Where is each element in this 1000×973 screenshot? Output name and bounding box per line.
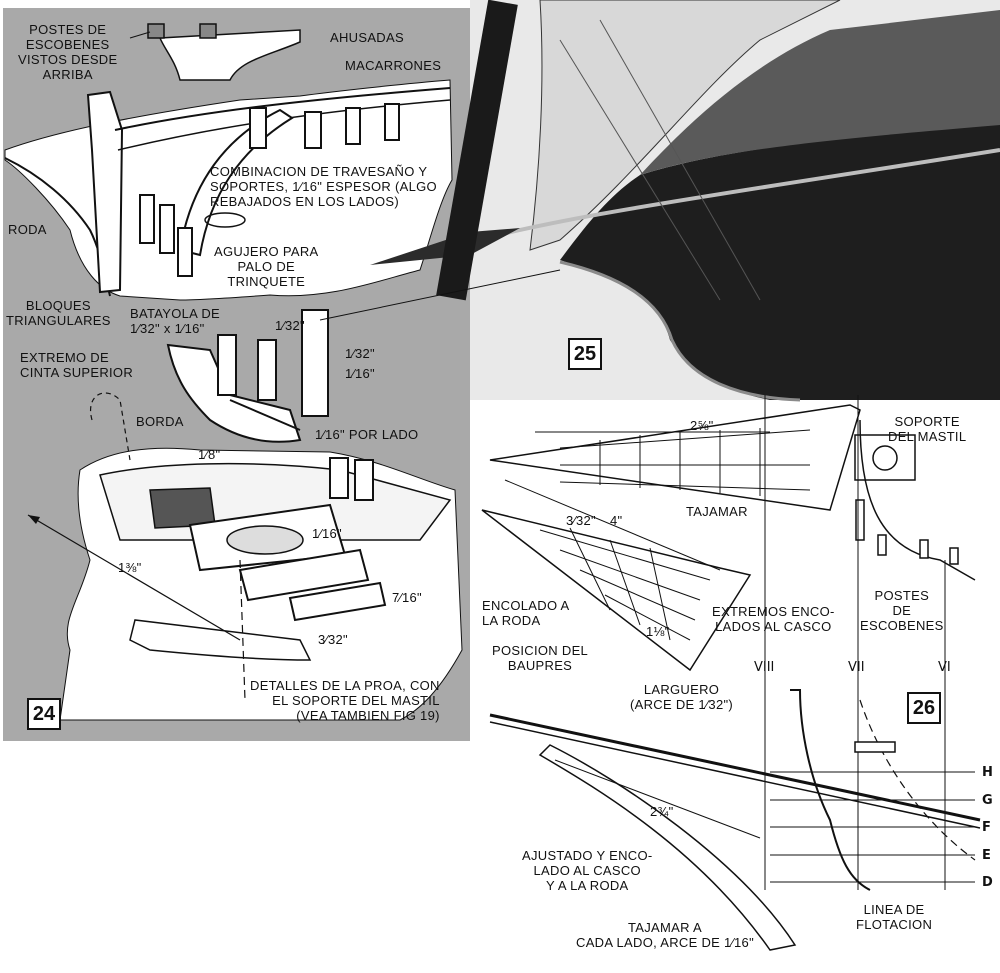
label-postes-vistos: POSTES DE ESCOBENES VISTOS DESDE ARRIBA [18, 22, 118, 82]
station-label-viii: VIII [754, 660, 775, 675]
fig26-tajamar-top-grid [559, 428, 811, 496]
waterline-label-h: H [982, 765, 993, 780]
figure-26-number: 26 [907, 692, 941, 724]
label-posicion: POSICION DEL BAUPRES [492, 643, 589, 673]
fig24-support-2 [288, 581, 387, 622]
fig24-keel [129, 619, 312, 661]
label-linea: LINEA DE FLOTACION [856, 902, 933, 932]
label-tajamar-cada: TAJAMAR A CADA LADO, ARCE DE 1⁄16" [576, 920, 754, 950]
label-extremo: EXTREMO DE CINTA SUPERIOR [20, 350, 134, 380]
label-dim-138: 1⅜" [118, 560, 142, 575]
waterline-label-d: D [982, 875, 993, 890]
fig24-stem-block [86, 90, 124, 294]
fig26-tajamar-top [489, 404, 861, 511]
label-extremos: EXTREMOS ENCO- LADOS AL CASCO [712, 604, 835, 634]
fig26-tajamar-side [481, 509, 752, 672]
figure-25-number: 25 [568, 338, 602, 370]
label-dim-4: 4" [610, 513, 623, 528]
fig24-macarron-3 [345, 107, 361, 145]
fig24-borda-piece [166, 343, 302, 443]
fig24-macarron-2 [304, 111, 322, 149]
fig24-deck-post-2 [354, 459, 374, 501]
label-combinacion: COMBINACION DE TRAVESAÑO Y SOPORTES, 1⁄1… [210, 164, 437, 209]
fig24-travesano [178, 108, 294, 257]
label-roda: RODA [8, 222, 47, 237]
label-dim-332: 3⁄32" [318, 632, 348, 647]
fig24-macarron-1 [249, 107, 267, 149]
label-postes: POSTES DE ESCOBENES [860, 588, 944, 633]
fig26-hull-line [859, 419, 976, 581]
fig26-postes-2 [877, 534, 887, 556]
fig26-tajamar-side-grid [539, 527, 711, 641]
fig24-borda-post-1 [217, 334, 237, 396]
label-dim-234: 2¾" [650, 804, 674, 819]
label-ahusadas: AHUSADAS [330, 30, 404, 45]
label-dim-258: 2⅝" [690, 418, 714, 433]
fig24-rail [114, 87, 451, 131]
fig24-topview-shape [158, 29, 301, 81]
label-bloques: BLOQUES TRIANGULARES [6, 298, 111, 328]
label-dim-132-a: 1⁄32" [275, 318, 305, 333]
fig24-topview-post-2 [199, 23, 217, 39]
label-batayola: BATAYOLA DE 1⁄32" x 1⁄16" [130, 306, 220, 336]
fig26-postes-1 [855, 499, 865, 541]
label-encolado: ENCOLADO A LA RODA [482, 598, 570, 628]
fig25-sail [529, 0, 841, 251]
fig24-hole [204, 212, 246, 228]
station-label-vii: VII [848, 660, 865, 675]
fig24-dashed-outline [90, 392, 131, 461]
fig26-bowsprit [489, 713, 981, 822]
label-detalles: DETALLES DE LA PROA, CON EL SOPORTE DEL … [250, 678, 440, 723]
label-dim-18: 1⁄8" [198, 447, 221, 462]
fig24-post-2 [159, 204, 175, 254]
fig25-hull-dark [560, 120, 1000, 400]
label-dim-118: 1⅛" [646, 624, 670, 639]
fig24-borda-post-2 [257, 339, 277, 401]
fig24-plate-hole [226, 525, 304, 555]
label-dim-116-b: 1⁄16" [312, 526, 342, 541]
label-larguero: LARGUERO (ARCE DE 1⁄32") [630, 682, 734, 712]
label-borda: BORDA [136, 414, 184, 429]
label-macarrones: MACARRONES [345, 58, 442, 73]
label-fig26-dim-332: 3⁄32" [566, 513, 596, 528]
fig26-postes-4 [949, 547, 959, 565]
fig24-support-1 [238, 548, 370, 602]
fig24-macarron-4 [384, 103, 400, 141]
label-agujero: AGUJERO PARA PALO DE TRINQUETE [214, 244, 319, 289]
station-label-vi: VI [938, 660, 951, 675]
fig24-topview-post-1 [147, 23, 165, 39]
fig25-mast [436, 0, 518, 301]
waterline-label-f: F [982, 820, 991, 835]
label-soporte: SOPORTE DEL MASTIL [888, 414, 967, 444]
label-por-lado: 1⁄16" POR LADO [315, 427, 419, 442]
fig25-hull-highlight [559, 260, 801, 402]
fig24-dim-138-line [27, 514, 241, 641]
label-dim-116-a: 1⁄16" [345, 366, 375, 381]
label-dim-132-b: 1⁄32" [345, 346, 375, 361]
waterline-label-e: E [982, 848, 991, 863]
fig24-post-1 [139, 194, 155, 244]
fig25-deck [640, 10, 1000, 175]
fig24-post-3 [177, 227, 193, 277]
fig26-postes-3 [919, 539, 929, 559]
fig24-deck-post-1 [329, 457, 349, 499]
figure-24-number: 24 [27, 698, 61, 730]
label-dim-716: 7⁄16" [392, 590, 422, 605]
fig26-hull-profile [790, 689, 871, 891]
fig24-borda-post-3 [301, 309, 329, 417]
label-tajamar: TAJAMAR [686, 504, 748, 519]
waterline-label-g: G [982, 793, 993, 808]
label-ajustado: AJUSTADO Y ENCO- LADO AL CASCO Y A LA RO… [522, 848, 653, 893]
